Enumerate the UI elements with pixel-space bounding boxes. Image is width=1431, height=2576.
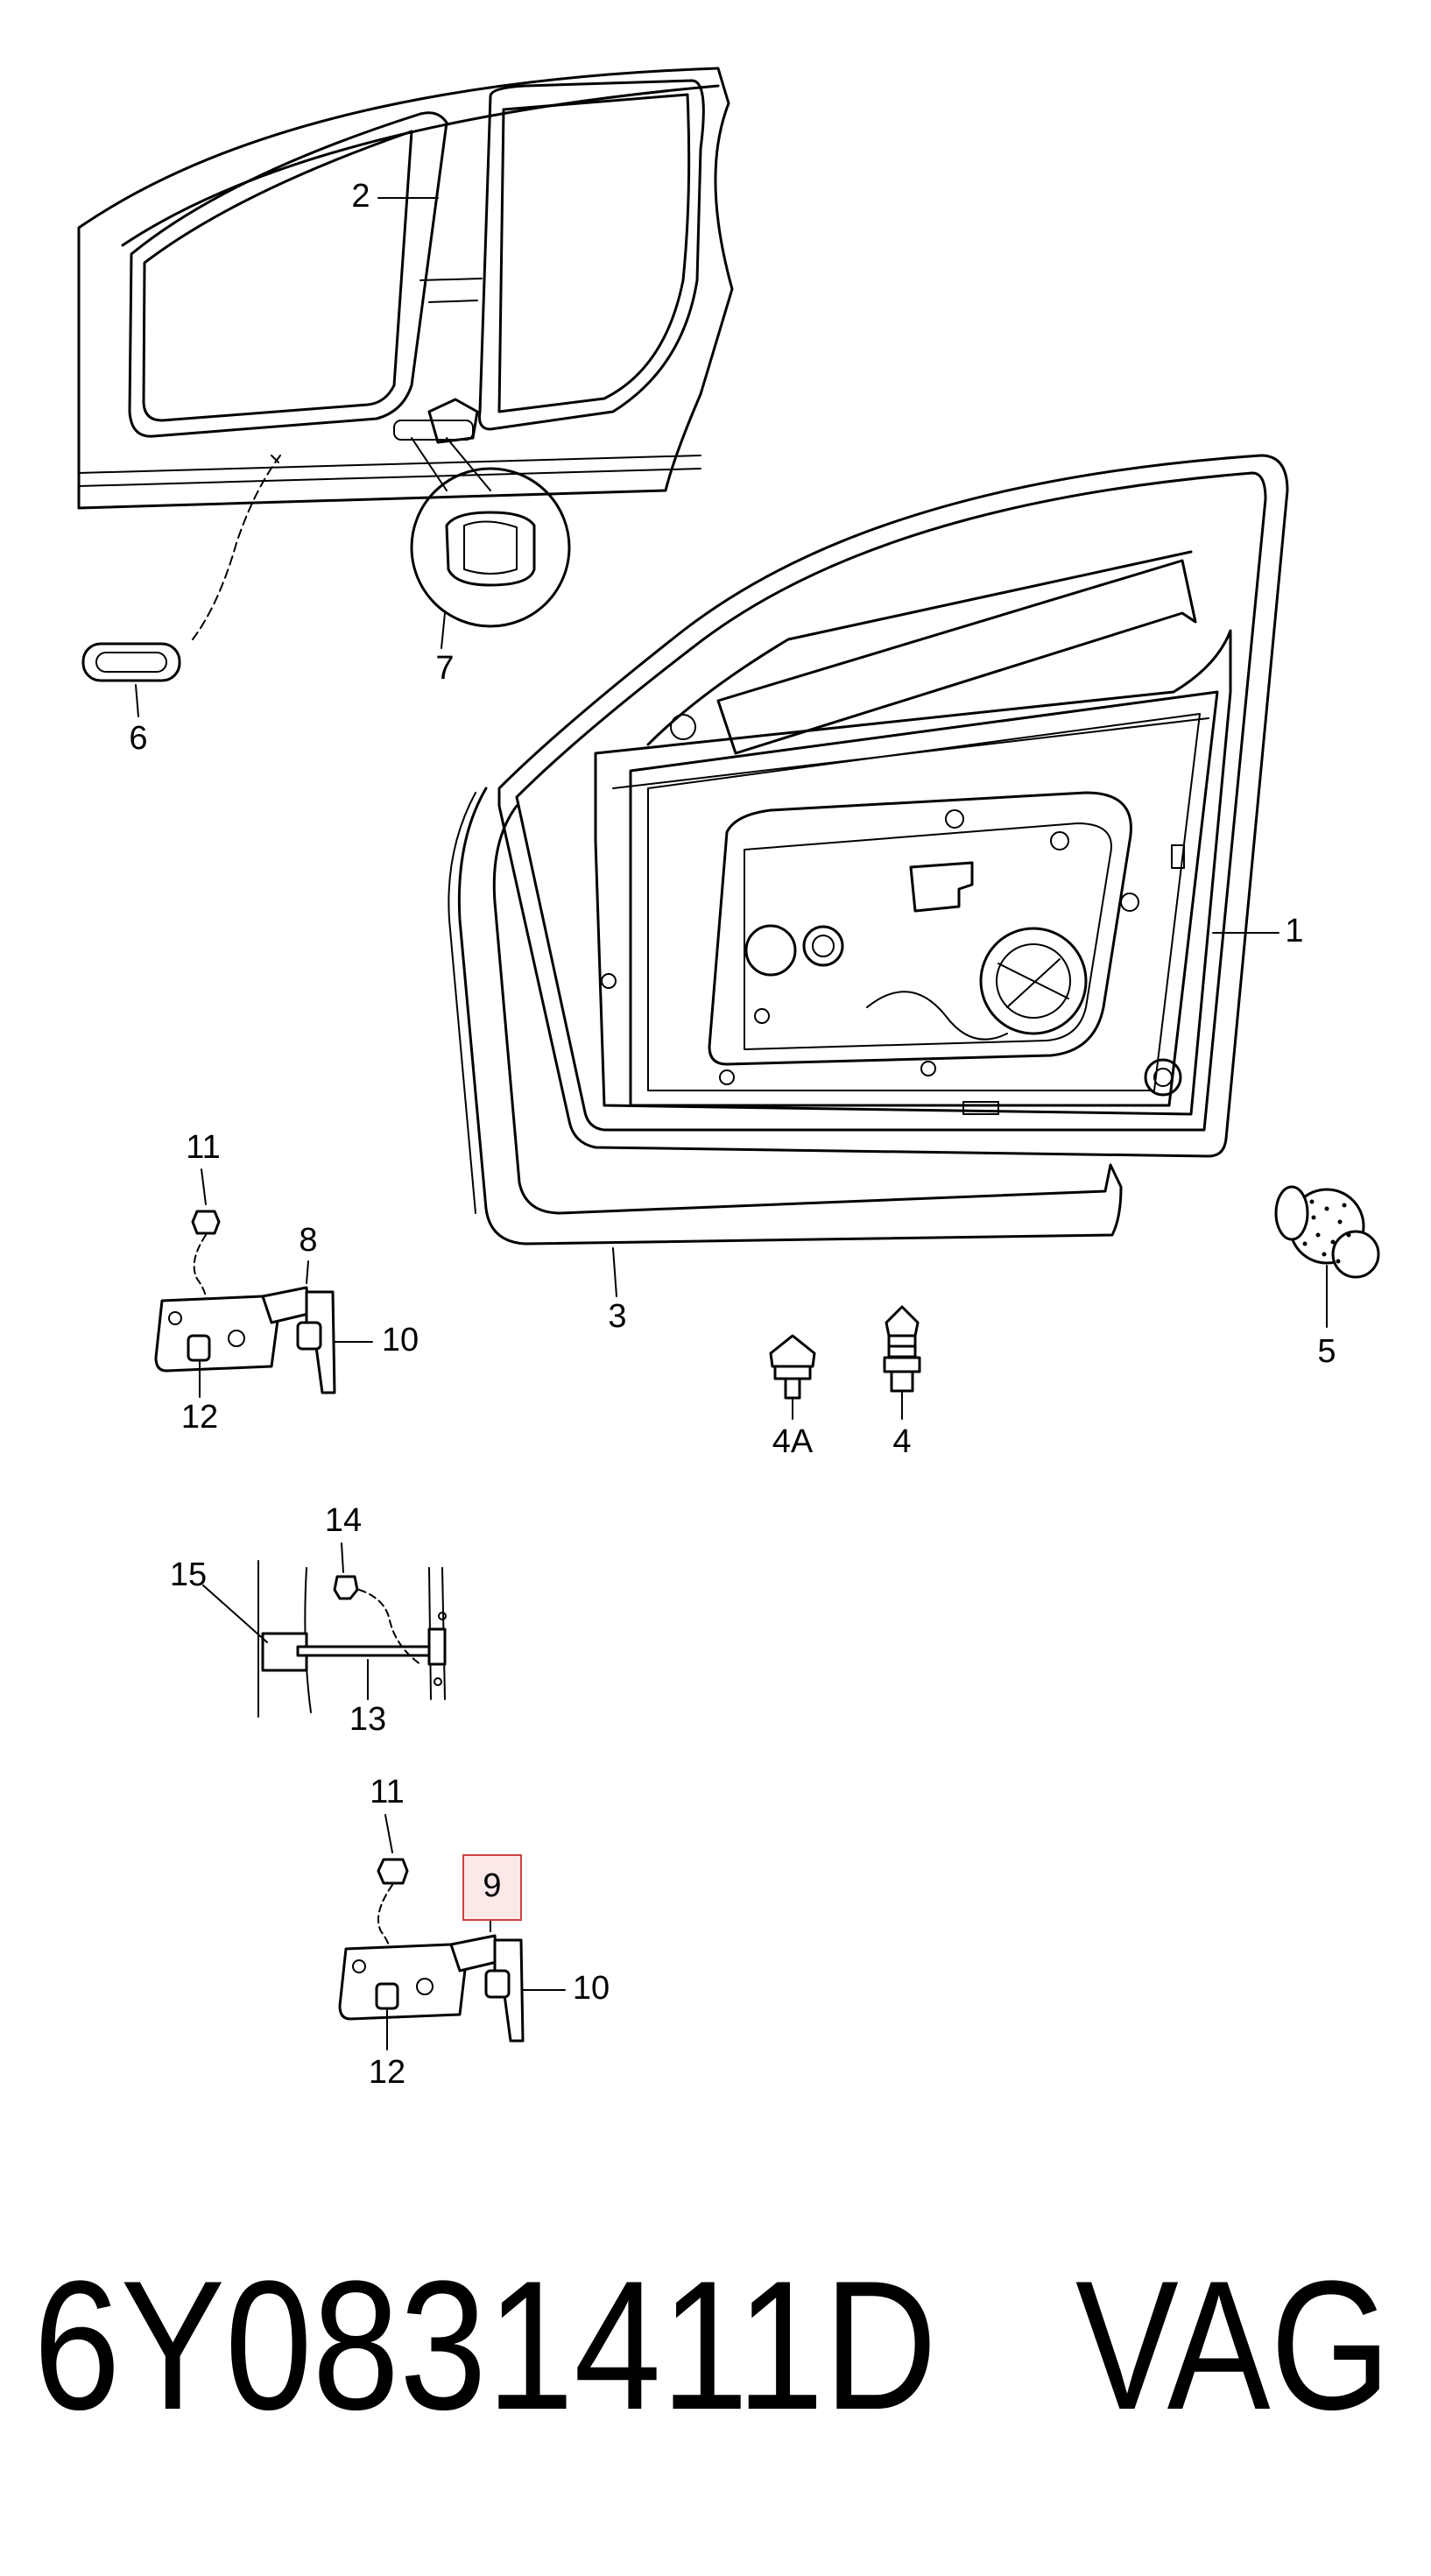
callout-3: 3 (608, 1298, 626, 1335)
callout-7: 7 (435, 650, 454, 687)
callout-1: 1 (1285, 913, 1303, 949)
callout-6: 6 (129, 720, 147, 757)
callout-5: 5 (1317, 1333, 1336, 1370)
grommet-6 (81, 455, 281, 717)
callout-2: 2 (351, 178, 370, 215)
callout-10a: 10 (382, 1322, 419, 1359)
door-check-13 (202, 1542, 447, 1718)
callout-12a: 12 (181, 1399, 218, 1436)
lower-hinge-9 (338, 1814, 566, 2050)
callout-11b: 11 (370, 1774, 404, 1810)
callout-4: 4 (892, 1423, 911, 1460)
part-number-text: 6Y0831411D (33, 2242, 937, 2448)
clip-4 (883, 1305, 921, 1420)
callout-4a: 4A (772, 1423, 814, 1460)
callout-11a: 11 (186, 1129, 220, 1166)
door-seal-3 (448, 787, 1123, 1297)
front-door (497, 454, 1289, 1158)
callout-8: 8 (299, 1222, 317, 1259)
brand-text: VAG (1075, 2242, 1391, 2448)
highlight-box-9 (462, 1854, 522, 1921)
callout-10b: 10 (573, 1970, 610, 2007)
callout-9: 9 (483, 1867, 501, 1904)
detail-circle-7 (410, 437, 571, 649)
callout-12b: 12 (369, 2054, 405, 2091)
clip-4a (769, 1334, 816, 1420)
callout-13: 13 (349, 1701, 386, 1738)
callout-14: 14 (325, 1502, 362, 1539)
upper-hinge-8 (154, 1168, 373, 1398)
callout-15: 15 (170, 1556, 207, 1593)
plug-5 (1274, 1185, 1380, 1328)
body-side-panel (77, 67, 734, 510)
